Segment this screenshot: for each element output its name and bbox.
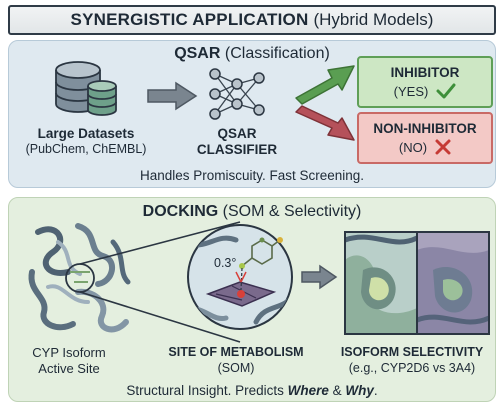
- arrow-to-classifier: [147, 81, 198, 111]
- qsar-title: QSAR (Classification): [140, 45, 364, 63]
- protein-icon: [28, 223, 131, 333]
- som-sub: (SOM): [217, 361, 255, 375]
- non-inhibitor-sub: (NO): [398, 139, 428, 155]
- title-main: SYNERGISTIC APPLICATION: [70, 10, 309, 29]
- selectivity-panels: [344, 231, 490, 335]
- title-bar: SYNERGISTIC APPLICATION (Hybrid Models): [8, 5, 496, 35]
- classifier-line1: QSAR: [217, 126, 257, 141]
- database-icon: [55, 61, 117, 116]
- active-site-line2: Active Site: [38, 361, 100, 376]
- heme-icon: [187, 224, 293, 330]
- docking-tagline-end: .: [373, 383, 378, 398]
- cross-icon: [435, 139, 451, 155]
- check-icon: [436, 83, 456, 99]
- docking-title-rest: (SOM & Selectivity): [222, 203, 362, 220]
- inhibitor-box: INHIBITOR (YES): [357, 56, 493, 108]
- qsar-tagline: Handles Promiscuity. Fast Screening.: [139, 168, 365, 183]
- qsar-title-bold: QSAR: [174, 45, 221, 62]
- non-inhibitor-label: NON-INHIBITOR: [373, 121, 477, 136]
- datasets-label: Large Datasets: [37, 126, 135, 141]
- arrow-to-inhibitor: [295, 65, 355, 105]
- docking-tagline-why: Why: [345, 383, 374, 398]
- selectivity-sub: (e.g., CYP2D6 vs 3A4): [348, 361, 476, 375]
- docking-title-bold: DOCKING: [142, 203, 219, 220]
- docking-tagline-where: Where: [287, 383, 329, 398]
- arrow-to-selectivity: [301, 264, 338, 290]
- docking-tagline-and: &: [328, 383, 346, 398]
- neural-network-icon: [209, 68, 265, 120]
- docking-tagline: Structural Insight. Predicts Where & Why…: [20, 383, 484, 398]
- arrow-to-non-inhibitor: [295, 105, 355, 141]
- classifier-line2: CLASSIFIER: [196, 142, 278, 157]
- distance-label: 0.3°: [214, 256, 237, 270]
- inhibitor-label: INHIBITOR: [390, 65, 460, 80]
- datasets-sub: (PubChem, ChEMBL): [25, 142, 147, 156]
- inhibitor-sub: (YES): [393, 83, 429, 99]
- selectivity-label: ISOFORM SELECTIVITY: [340, 345, 484, 359]
- non-inhibitor-box: NON-INHIBITOR (NO): [357, 112, 493, 164]
- docking-tagline-start: Structural Insight. Predicts: [126, 383, 288, 398]
- qsar-title-rest: (Classification): [224, 45, 330, 62]
- docking-title: DOCKING (SOM & Selectivity): [120, 203, 384, 221]
- som-label: SITE OF METABOLISM: [168, 345, 304, 359]
- title-sub: (Hybrid Models): [313, 10, 434, 29]
- active-site-line1: CYP Isoform: [32, 345, 106, 360]
